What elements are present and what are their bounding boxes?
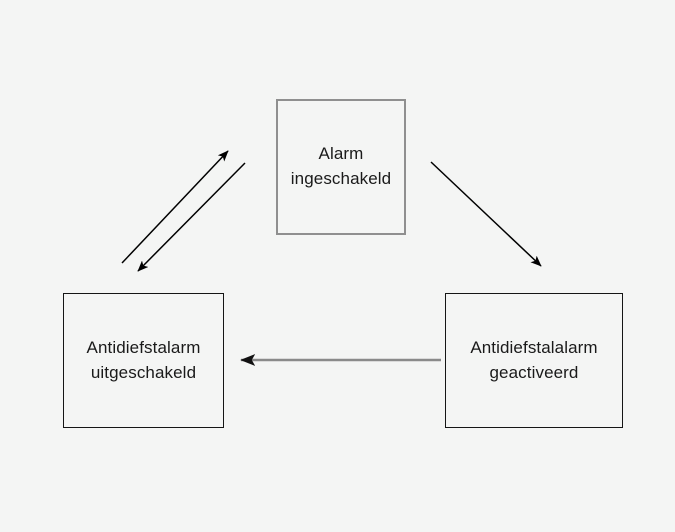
node-antitheft-activated-label: Antidiefstalalarm geactiveerd [470,337,598,382]
edge-enabled-to-disabled [137,162,246,272]
node-alarm-enabled-label: Alarm ingeschakeld [290,144,392,188]
node-antitheft-disabled-label: Antidiefstalarm uitgeschakeld [86,337,201,382]
node-antitheft-activated[interactable]: Antidiefstalalarm geactiveerd [445,293,623,428]
node-alarm-enabled[interactable]: Alarm ingeschakeld [276,99,406,235]
node-antitheft-disabled[interactable]: Antidiefstalarm uitgeschakeld [63,293,224,428]
edge-disabled-to-enabled [121,150,229,264]
edge-enabled-to-activated [430,161,542,267]
